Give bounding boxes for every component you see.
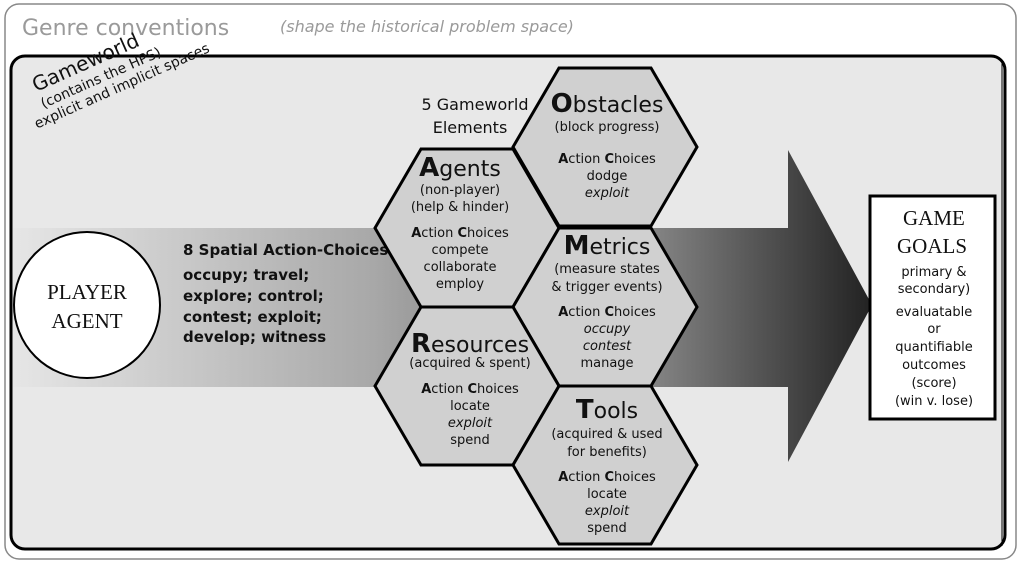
elements-label-2: Elements	[433, 118, 508, 137]
action-choices-part: A	[558, 305, 568, 320]
hex-metrics: Metrics(measure states& trigger events)A…	[511, 226, 699, 388]
hex-obstacles: Obstacles(block progress)Action Choicesd…	[511, 66, 699, 228]
goal-detail: (score)	[911, 376, 956, 391]
spatial-choices-line: develop; witness	[183, 328, 326, 346]
action-choice: spend	[587, 521, 627, 536]
action-choices-part: ction	[568, 152, 604, 167]
hex-title: Obstacles	[551, 89, 664, 119]
hex-title: Agents	[419, 153, 501, 183]
action-choices-part: C	[604, 305, 614, 320]
action-choice: spend	[450, 433, 490, 448]
action-choices-part: A	[411, 226, 421, 241]
action-choices-part: hoices	[614, 470, 656, 485]
hex-title-initial: M	[564, 231, 590, 261]
action-choices-part: C	[467, 382, 477, 397]
goal-detail: or	[927, 322, 941, 337]
action-choices-part: A	[558, 470, 568, 485]
agent-label: AGENT	[51, 309, 122, 333]
hex-description: (measure states	[554, 262, 660, 277]
action-choices-label: Action Choices	[558, 152, 656, 167]
hex-title-initial: O	[551, 89, 573, 119]
hex-title-rest: esources	[431, 333, 529, 358]
genre-subtitle: (shape the historical problem space)	[280, 17, 574, 36]
hex-title-rest: bstacles	[573, 93, 664, 118]
action-choices-part: ction	[431, 382, 467, 397]
action-choices-part: C	[604, 152, 614, 167]
arrow-head	[788, 150, 872, 462]
goal-detail: outcomes	[902, 358, 966, 373]
hex-tools: Tools (acquired & used for benefits) Action…	[511, 384, 699, 546]
spatial-choices-line: occupy; travel;	[183, 266, 309, 284]
hex-description: (block progress)	[555, 120, 660, 135]
action-choices-label: Action Choices	[411, 226, 509, 241]
action-choice: exploit	[585, 186, 630, 201]
player-agent-circle	[13, 231, 161, 379]
action-choice: manage	[580, 356, 633, 371]
hex-description: & trigger events)	[551, 280, 662, 295]
genre-title: Genre conventions	[22, 16, 229, 41]
spatial-choices-title: 8 Spatial Action-Choices	[183, 241, 388, 259]
action-choice: exploit	[585, 504, 630, 519]
player-label: PLAYER	[47, 280, 127, 304]
action-choices-part: C	[457, 226, 467, 241]
hex-title-rest: gents	[439, 157, 501, 182]
goal-detail: quantifiable	[895, 340, 972, 355]
hex-shape	[511, 384, 699, 546]
goal-detail: primary &	[901, 265, 966, 280]
game-goals-box	[868, 194, 997, 421]
action-choices-part: hoices	[614, 152, 656, 167]
hex-description: for benefits)	[567, 445, 647, 460]
action-choice: occupy	[584, 322, 631, 337]
hex-title: Tools	[576, 395, 638, 425]
action-choices-part: C	[604, 470, 614, 485]
action-choices-part: ction	[421, 226, 457, 241]
goal-detail: (win v. lose)	[895, 394, 973, 409]
action-choice: collaborate	[424, 260, 497, 275]
goal-detail: evaluatable	[896, 305, 972, 320]
spatial-choices-line: explore; control;	[183, 287, 324, 305]
hex-title-rest: etrics	[589, 235, 650, 260]
hex-title: Metrics	[564, 231, 651, 261]
action-choice: compete	[431, 243, 488, 258]
action-choices-part: hoices	[614, 305, 656, 320]
hex-title-initial: A	[419, 153, 439, 183]
action-choices-part: ction	[568, 305, 604, 320]
spatial-choices-line: contest; exploit;	[183, 308, 322, 326]
action-choice: exploit	[448, 416, 493, 431]
action-choices-part: hoices	[467, 226, 509, 241]
action-choices-label: Action Choices	[558, 305, 656, 320]
action-choices-part: ction	[568, 470, 604, 485]
action-choices-part: A	[421, 382, 431, 397]
hex-title-rest: ools	[594, 399, 639, 424]
goals-title-1: GAME	[903, 206, 965, 230]
hex-description: (acquired & used	[551, 427, 662, 442]
hex-resources: Resources(acquired & spent) Action Choice…	[373, 305, 561, 467]
hex-title-initial: T	[576, 395, 594, 425]
hex-description: (help & hinder)	[411, 200, 509, 215]
hex-title: Resources	[411, 329, 529, 359]
elements-label: 5 Gameworld	[422, 95, 529, 114]
action-choices-label: Action Choices	[558, 470, 656, 485]
action-choice: locate	[450, 399, 490, 414]
goal-detail: secondary)	[898, 282, 970, 297]
action-choice: employ	[436, 277, 484, 292]
action-choices-label: Action Choices	[421, 382, 519, 397]
action-choice: dodge	[587, 169, 628, 184]
action-choices-part: A	[558, 152, 568, 167]
hex-description: (acquired & spent)	[409, 356, 530, 371]
hex-title-initial: R	[411, 329, 431, 359]
action-choice: locate	[587, 487, 627, 502]
action-choice: contest	[583, 339, 632, 354]
goals-title-2: GOALS	[897, 234, 967, 258]
hex-description: (non-player)	[420, 183, 500, 198]
action-choices-part: hoices	[477, 382, 519, 397]
